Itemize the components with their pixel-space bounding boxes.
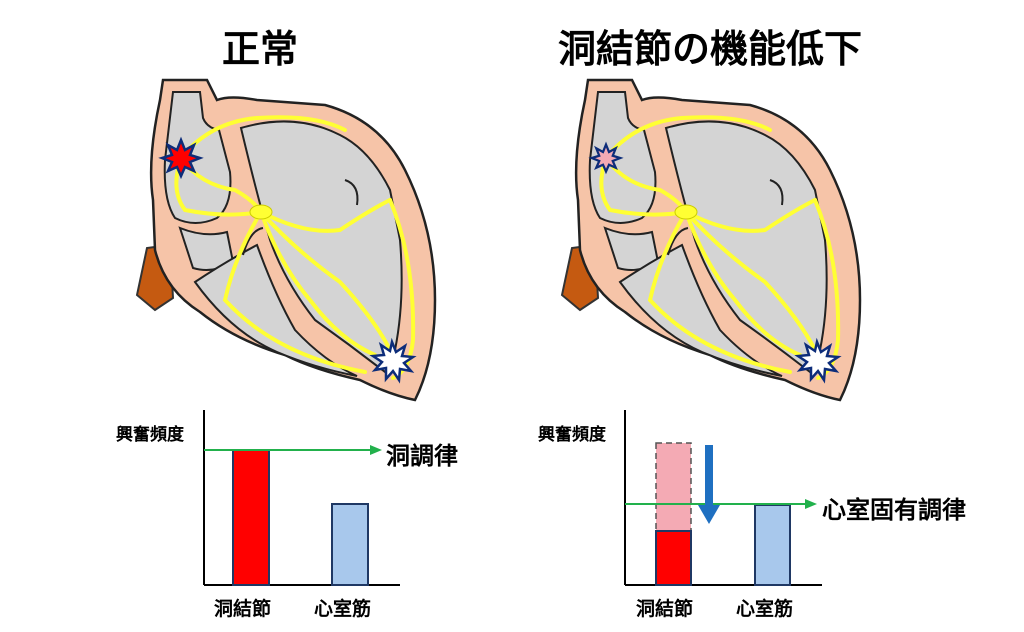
panel-title-sa-dysfunction: 洞結節の機能低下	[557, 27, 862, 71]
category-label-sa-node: 洞結節	[214, 598, 272, 620]
bar-sa-node	[232, 449, 270, 586]
threshold-arrowhead	[370, 445, 382, 455]
heart-illustration-dysfunction	[560, 78, 862, 402]
y-axis-label: 興奮頻度	[538, 425, 606, 445]
bar-ventricle	[331, 503, 369, 586]
panel-title-normal: 正常	[221, 27, 298, 71]
chart-dysfunction	[624, 410, 822, 586]
decrease-arrow-head	[698, 505, 720, 524]
chart-normal	[203, 410, 400, 586]
bar-sa-node	[655, 530, 692, 586]
category-label-sa-node: 洞結節	[636, 598, 694, 620]
decrease-arrow-shaft	[705, 445, 713, 505]
rhythm-label: 洞調律	[386, 442, 458, 470]
sa-node-burst-weak	[590, 143, 622, 173]
category-label-ventricle: 心室筋	[314, 598, 372, 620]
threshold-arrowhead	[805, 499, 817, 509]
heart-illustration-normal	[135, 78, 437, 402]
category-label-ventricle: 心室筋	[736, 598, 794, 620]
bar-ventricle	[754, 504, 791, 586]
rhythm-label: 心室固有調律	[822, 496, 966, 524]
y-axis-label: 興奮頻度	[116, 425, 184, 445]
bar-sa-node-previous	[655, 442, 692, 532]
sa-node-burst-strong	[160, 138, 202, 178]
